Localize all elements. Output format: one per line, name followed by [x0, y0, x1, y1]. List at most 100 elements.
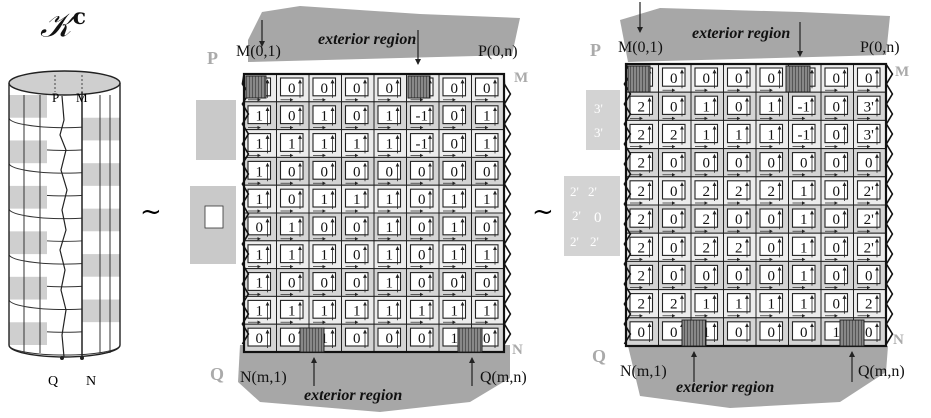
- grid-cell-box: [344, 105, 369, 125]
- grid-cell-value: 1: [451, 248, 459, 264]
- grid-cell-value: 0: [288, 276, 296, 292]
- grid-cell-value: 0: [670, 156, 678, 172]
- grid-cell-value: 0: [865, 71, 873, 87]
- grid-cell-box: [824, 180, 849, 200]
- grid-cell-box: [377, 188, 402, 208]
- grid-cell-box: [474, 244, 499, 264]
- grid-cell-box: [409, 299, 434, 319]
- exterior-label-top: exterior region: [692, 25, 790, 42]
- grid-cell-box: [791, 293, 816, 313]
- grid-cell-value: 1: [386, 192, 394, 208]
- grid-cell-value: 0: [288, 109, 296, 125]
- ghost-q: Q: [592, 346, 606, 366]
- grid-cell-value: 0: [833, 184, 841, 200]
- grid-cell-box: [442, 299, 467, 319]
- grid-cell-box: [377, 299, 402, 319]
- grid-cell-box: [759, 95, 784, 115]
- grid-cell-box: [791, 236, 816, 256]
- grid-cell-value: 0: [768, 156, 776, 172]
- grid-cell-value: 2: [638, 184, 646, 200]
- grid-cell-value: 1: [321, 248, 329, 264]
- grid-cell-value: 1: [386, 303, 394, 319]
- grid-cell-box: [726, 236, 751, 256]
- side-tab-label: 3': [594, 125, 603, 140]
- grid-cell-box: [661, 152, 686, 172]
- cylinder-top-ellipse: [8, 70, 121, 96]
- grid-cell-value: 2: [670, 297, 678, 313]
- cyl-label-p: P: [52, 90, 59, 105]
- grid-cell-box: [377, 327, 402, 347]
- grid-cell-box: [279, 188, 304, 208]
- grid-cell-value: 0: [353, 164, 361, 180]
- grid-cell-value: 0: [321, 220, 329, 236]
- grid-cell-value: 1: [800, 240, 808, 256]
- side-tab: [196, 100, 236, 160]
- grid-cell-value: 0: [703, 156, 711, 172]
- grid-cell-box: [694, 95, 719, 115]
- transform-arrow-1: ~: [140, 197, 162, 227]
- label-p0n: P(0,n): [860, 39, 900, 56]
- grid-cell-value: 1: [800, 184, 808, 200]
- grid-cell-value: 0: [865, 269, 873, 285]
- side-tab-label: 2': [590, 234, 599, 249]
- grid-cell-value: 2: [638, 99, 646, 115]
- grid-cell-value: 0: [451, 276, 459, 292]
- grid-cell-box: [629, 180, 654, 200]
- grid-cell-box: [409, 244, 434, 264]
- seam-left: [241, 73, 250, 345]
- grid-cell-value: 2: [703, 212, 711, 228]
- grid-cell-box: [726, 208, 751, 228]
- grid-cell-value: 0: [670, 184, 678, 200]
- grid-cell-value: 1: [386, 137, 394, 153]
- seam-right: [885, 63, 894, 345]
- grid-cell-box: [661, 293, 686, 313]
- grid-cell-value: 0: [451, 109, 459, 125]
- grid-cell-value: 2: [638, 297, 646, 313]
- grid-cell-box: [344, 133, 369, 152]
- grid-cell-box: [824, 152, 849, 172]
- grid-cell-value: 1: [288, 137, 296, 153]
- grid-cell-value: 1: [800, 297, 808, 313]
- grid-cell-value: 0: [670, 325, 678, 341]
- grid-cell-value: 2: [735, 184, 743, 200]
- grid-cell-value: 2: [638, 156, 646, 172]
- ghost-m: M: [514, 70, 528, 86]
- grid-cell-box: [759, 67, 784, 87]
- grid-b: 10000-10010101-10111111-1011000000010111…: [241, 72, 512, 354]
- grid-cell-box: [247, 272, 272, 291]
- label-p0n: P(0,n): [478, 43, 518, 60]
- grid-cell-box: [856, 180, 881, 200]
- grid-cell-value: 0: [451, 164, 459, 180]
- grid-cell-box: [474, 160, 499, 180]
- grid-cell-box: [759, 208, 784, 228]
- grid-cell-value: 1: [451, 303, 459, 319]
- exterior-region-top: [620, 8, 890, 62]
- grid-cell-box: [279, 272, 304, 291]
- grid-cell-value: 1: [768, 99, 776, 115]
- grid-cell-value: 0: [670, 269, 678, 285]
- grid-cell-value: 1: [386, 276, 394, 292]
- grid-cell-box: [661, 180, 686, 200]
- grid-cell-value: 2: [638, 212, 646, 228]
- label-m01: M(0,1): [236, 43, 281, 60]
- grid-cell-box: [474, 105, 499, 125]
- grid-cell-box: [377, 244, 402, 264]
- grid-cell-value: 1: [703, 128, 711, 144]
- grid-cell-value: 0: [288, 81, 296, 97]
- grid-cell-value: 1: [386, 220, 394, 236]
- grid-cell-box: [474, 188, 499, 208]
- grid-cell-value: 3': [864, 99, 875, 115]
- grid-cell-box: [344, 188, 369, 208]
- exterior-region-top: [248, 6, 520, 62]
- grid-cell-box: [694, 264, 719, 285]
- grid-cell-value: 1: [353, 137, 361, 153]
- grid-cell-box: [824, 264, 849, 285]
- grid-cell-box: [279, 105, 304, 125]
- grid-cell-box: [247, 299, 272, 319]
- grid-cell-value: 0: [288, 192, 296, 208]
- grid-cell-box: [442, 188, 467, 208]
- grid-cell-value: 0: [483, 81, 491, 97]
- grid-cell-box: [726, 321, 751, 341]
- grid-cell-box: [726, 293, 751, 313]
- label-m01: M(0,1): [618, 39, 663, 56]
